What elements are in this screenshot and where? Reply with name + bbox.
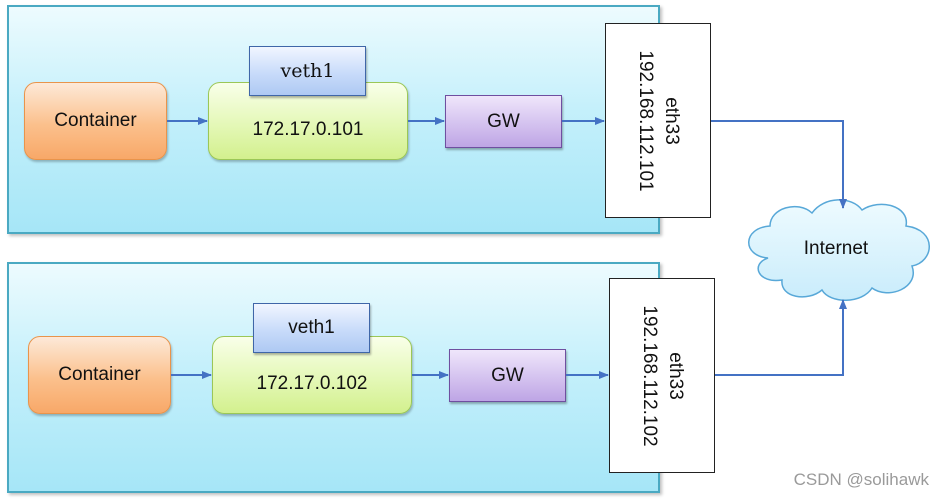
host-1-container-label: Container bbox=[54, 110, 137, 131]
host-1-eth-box: eth33 192.168.112.101 bbox=[605, 23, 711, 218]
host-2-veth-box: veth1 bbox=[253, 303, 370, 353]
internet-cloud-icon bbox=[748, 199, 930, 301]
host-1-eth-to-internet-arrow bbox=[711, 120, 847, 209]
host-2-veth-label: veth1 bbox=[288, 317, 335, 338]
host-2-container-label: Container bbox=[58, 364, 141, 385]
host-2-container-box: Container bbox=[28, 336, 171, 414]
host-2-ip-box: 172.17.0.102 bbox=[212, 336, 412, 414]
internet-label: Internet bbox=[803, 238, 869, 259]
host-2-eth-to-internet-arrow bbox=[715, 299, 847, 376]
host-1-container-box: Container bbox=[24, 82, 167, 160]
host-2-eth-box: eth33 192.168.112.102 bbox=[609, 278, 715, 473]
host-2-gw-box: GW bbox=[449, 349, 566, 402]
watermark-text: CSDN @solihawk bbox=[793, 470, 929, 489]
host-1-gw-box: GW bbox=[445, 95, 562, 148]
host-1-veth-box: veth1 bbox=[249, 46, 366, 96]
host-1-ip-label: 172.17.0.101 bbox=[252, 119, 364, 140]
host-1-veth-label: veth1 bbox=[280, 60, 335, 82]
host-1-gw-label: GW bbox=[487, 110, 520, 132]
host-2-gw-label: GW bbox=[491, 364, 524, 386]
host-2-ip-label: 172.17.0.102 bbox=[256, 373, 368, 394]
